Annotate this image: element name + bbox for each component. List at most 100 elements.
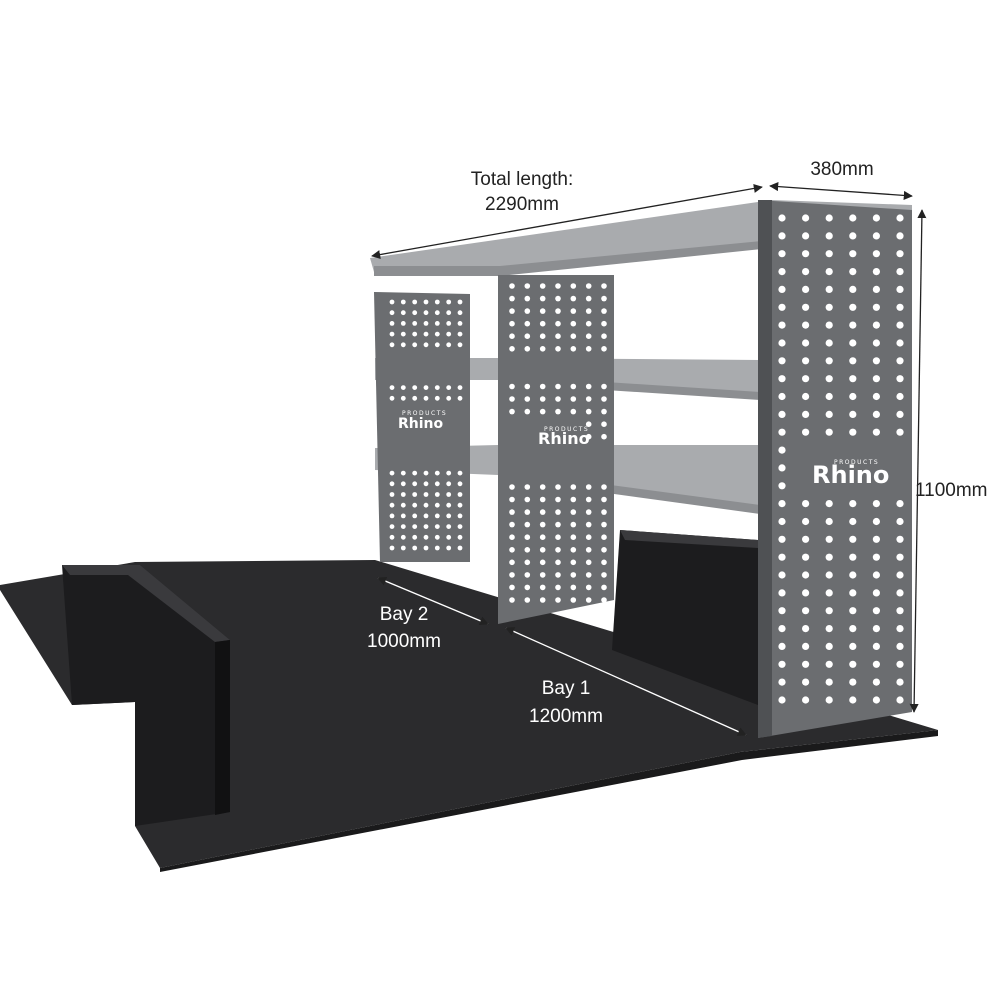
perforation-hole [446,492,452,497]
perforation-hole [400,545,406,551]
perforation-hole [524,496,531,503]
perforation-hole [423,492,429,497]
perforation-hole [849,268,857,276]
perforation-hole [446,395,452,401]
perforation-hole [539,509,546,515]
perforation-hole [539,584,546,591]
perforation-hole [849,500,857,508]
perforation-hole [825,642,833,651]
perforation-hole [389,470,395,476]
perforation-hole [802,696,810,704]
perforation-hole [555,559,561,566]
perforation-hole [601,421,607,428]
perforation-hole [446,534,452,540]
perforation-hole [539,572,546,578]
perforation-hole [849,232,857,240]
perforation-hole [778,660,786,668]
perforation-hole [585,572,592,578]
perforation-hole [802,678,810,686]
perforation-hole [872,589,881,597]
perforation-hole [434,310,440,316]
perforation-hole [896,607,904,615]
perforation-hole [509,383,515,390]
perforation-hole [570,521,577,528]
perforation-hole [872,500,881,508]
perforation-hole [778,375,786,383]
perforation-hole [457,502,463,508]
perforation-hole [539,396,546,402]
perforation-hole [849,214,857,222]
perforation-hole [849,339,857,347]
perforation-hole [601,320,607,327]
perforation-hole [585,421,592,428]
perforation-hole [601,308,607,314]
perforation-hole [585,346,592,352]
perforation-hole [509,496,515,503]
perforation-hole [509,597,515,603]
perforation-hole [896,553,904,561]
perforation-hole [423,395,429,401]
perforation-hole [400,481,406,487]
perforation-hole [555,509,561,515]
perforation-hole [457,310,463,316]
perforation-hole [802,553,810,561]
depth-dimension-line [769,182,913,200]
perforation-hole [778,285,786,293]
perforation-hole [802,642,810,651]
perforation-hole [825,500,833,508]
perforation-hole [825,214,833,222]
perforation-hole [570,496,577,503]
perforation-hole [524,408,531,415]
perforation-hole [457,492,463,497]
perforation-hole [802,410,810,418]
perforation-hole [412,331,418,337]
perforation-hole [446,524,452,529]
perforation-hole [389,524,395,529]
perforation-hole [872,696,881,704]
perforation-hole [457,321,463,326]
perforation-hole [446,385,452,390]
perforation-hole [802,428,810,436]
perforation-hole [896,678,904,686]
perforation-hole [400,524,406,529]
perforation-hole [555,496,561,503]
perforation-hole [457,513,463,519]
bay1-dimension-line [505,627,747,736]
perforation-hole [778,392,786,401]
perforation-hole [509,320,515,327]
perforation-hole [825,517,833,526]
perforation-hole [872,392,881,401]
perforation-hole [825,571,833,579]
perforation-hole [555,295,561,302]
perforation-hole [524,597,531,603]
perforation-hole [434,513,440,519]
perforation-hole [778,428,786,436]
perforation-hole [849,571,857,579]
perforation-hole [601,408,607,415]
perforation-hole [896,339,904,347]
rhino-logo-middle: Rhino PRODUCTS [538,426,590,448]
perforation-hole [896,660,904,668]
perforation-hole [389,310,395,316]
perforation-hole [802,500,810,508]
perforation-hole [849,535,857,543]
perforation-hole [524,333,531,340]
perforation-hole [778,642,786,651]
perforation-hole [555,333,561,340]
perforation-hole [585,509,592,515]
perforation-hole [524,283,531,289]
perforation-hole [585,547,592,553]
perforation-hole [872,214,881,222]
perforation-hole [825,678,833,686]
perforation-hole [778,339,786,347]
perforation-hole [585,333,592,340]
perforation-hole [400,299,406,305]
perforation-hole [872,375,881,383]
perforation-hole [872,517,881,526]
perforation-hole [539,559,546,566]
perforation-hole [400,502,406,508]
perforation-hole [601,383,607,390]
height-value: 1100mm [915,480,988,501]
perforation-hole [872,357,881,365]
perforation-hole [570,534,577,540]
